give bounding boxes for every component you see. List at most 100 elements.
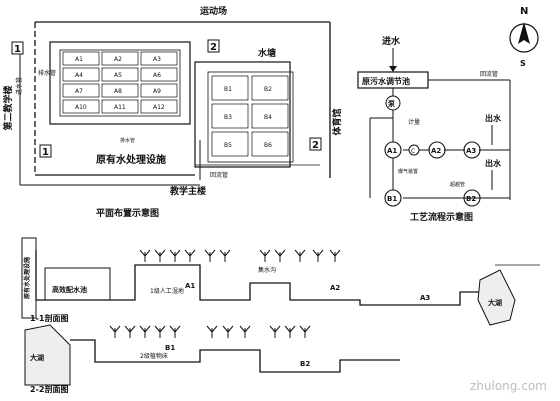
outlet-1-label: 出水 <box>485 113 502 123</box>
pool-label: 水塘 <box>258 47 276 59</box>
plan-cell-a <box>101 67 139 82</box>
section-marker-1-top: 1 <box>14 44 21 55</box>
section1-bed-label: 高效配水池 <box>52 285 87 294</box>
reed-plant-icon <box>109 325 121 338</box>
plan-cell-a <box>62 51 100 66</box>
plan-cell-a <box>101 83 139 98</box>
plan-cell-a-label: A6 <box>153 72 161 79</box>
reed-plant-icon <box>312 249 324 262</box>
plan-cell-a-label: A1 <box>75 56 83 63</box>
section1-lake-label: 大湖 <box>488 298 502 307</box>
svg-text:体育馆: 体育馆 <box>331 108 343 135</box>
section2-cell-b1: B1 <box>165 344 175 352</box>
playground-label: 运动场 <box>200 5 227 17</box>
reed-plant-icon <box>219 249 231 262</box>
reed-plant-icon <box>154 325 166 338</box>
reed-plant-icon <box>154 249 166 262</box>
plan-cell-a-label: A3 <box>153 56 161 63</box>
reed-plant-icon <box>184 249 196 262</box>
section1-cell-a3: A3 <box>420 294 430 302</box>
return-pipe-label: 回流管 <box>210 171 228 179</box>
section1-lake <box>477 269 516 326</box>
reed-plant-icon <box>169 325 181 338</box>
reed-plant-icon <box>284 325 296 338</box>
plan-cell-b-label: B6 <box>264 142 272 149</box>
plan-cell-b-label: B3 <box>224 114 232 121</box>
reed-plant-icon <box>274 249 286 262</box>
section1-side-label: 原有水处理设施 <box>23 257 31 299</box>
plan-cell-a <box>101 99 139 114</box>
plan-cell-b-label: B4 <box>264 114 272 121</box>
plan-cell-b <box>211 75 249 101</box>
plan-cell-a-label: A12 <box>153 104 165 111</box>
reed-plant-icon <box>139 249 151 262</box>
plan-cell-b <box>211 131 249 157</box>
reed-plant-icon <box>169 249 181 262</box>
plan-cell-a <box>140 83 178 98</box>
section1-cell-a2: A2 <box>330 284 340 292</box>
reed-plant-icon <box>139 325 151 338</box>
svg-text:原有水处理设施: 原有水处理设施 <box>23 257 31 299</box>
reed-plant-icon <box>239 325 251 338</box>
reed-plant-icon <box>329 249 341 262</box>
plan-cell-b <box>211 103 249 129</box>
process-title: 工艺流程示意图 <box>410 211 473 223</box>
compass: N S <box>509 6 539 68</box>
plan-cell-b-label: B5 <box>224 142 232 149</box>
plan-cell-a-label: A7 <box>75 88 83 95</box>
reed-plant-icon <box>269 325 281 338</box>
plan-cell-a <box>101 51 139 66</box>
plan-title: 平面布置示意图 <box>96 207 159 219</box>
watermark: zhulong.com <box>470 379 547 393</box>
section1-channel-label: 集水沟 <box>258 266 276 274</box>
plan-cell-a-label: A11 <box>114 104 126 111</box>
plan-cell-a <box>140 67 178 82</box>
reed-plant-icon <box>124 325 136 338</box>
reed-plant-icon <box>206 325 218 338</box>
plan-cell-a <box>140 51 178 66</box>
plan-cell-a-label: A4 <box>75 72 83 79</box>
section2-wetland-label: 2级植物床 <box>140 352 168 360</box>
north-arrow-icon <box>518 22 530 44</box>
section-marker-2-top: 2 <box>210 42 217 53</box>
section2-lake <box>24 324 71 386</box>
reed-plant-icon <box>204 249 216 262</box>
process-return-label: 回流管 <box>480 70 498 78</box>
plan-cell-b <box>251 75 289 101</box>
section-2-2: 大湖 2级植物床 B1 B2 2-2剖面图 <box>24 324 400 394</box>
process-node-label: B2 <box>466 195 476 203</box>
section2-cell-b2: B2 <box>300 360 310 368</box>
section1-wetland-label: 1级人工湿地 <box>150 287 184 295</box>
plan-cell-b-label: B1 <box>224 86 232 93</box>
process-node-label: A1 <box>387 147 397 155</box>
plan-cell-a <box>62 83 100 98</box>
section1-cell-a1: A1 <box>185 282 195 290</box>
plan-cell-b-label: B2 <box>264 86 272 93</box>
drain-pipe-label: 排水管 <box>38 69 56 77</box>
plan-cell-a-label: A2 <box>114 56 122 63</box>
building-left-label: 第二教学楼 <box>2 85 14 130</box>
outlet-2-label: 出水 <box>485 158 502 168</box>
section-marker-2-bottom: 2 <box>312 140 319 151</box>
aeration-label: 曝气装置 <box>398 168 418 175</box>
plan-cell-a <box>62 67 100 82</box>
process-node-label: A2 <box>431 147 441 155</box>
process-inlet-label: 进水 <box>382 35 401 47</box>
svg-text:第二教学楼: 第二教学楼 <box>2 85 14 130</box>
section2-lake-label: 大湖 <box>30 353 44 362</box>
plan-cell-a-label: A10 <box>75 104 87 111</box>
process-node-label: B1 <box>387 195 397 203</box>
section1-title: 1-1剖面图 <box>30 313 68 323</box>
section-1-1: 原有水处理设施 高效配水池 1级人工湿地 A1 集水沟 A2 A3 大湖 1-1… <box>21 237 540 326</box>
reed-plant-icon <box>299 325 311 338</box>
plan-cell-a <box>62 99 100 114</box>
tank-label: 原污水调节池 <box>362 76 410 86</box>
plan-cell-b <box>251 131 289 157</box>
reed-plant-icon <box>294 249 306 262</box>
plan-cell-b <box>251 103 289 129</box>
existing-facility-label: 原有水处理设施 <box>96 153 166 166</box>
